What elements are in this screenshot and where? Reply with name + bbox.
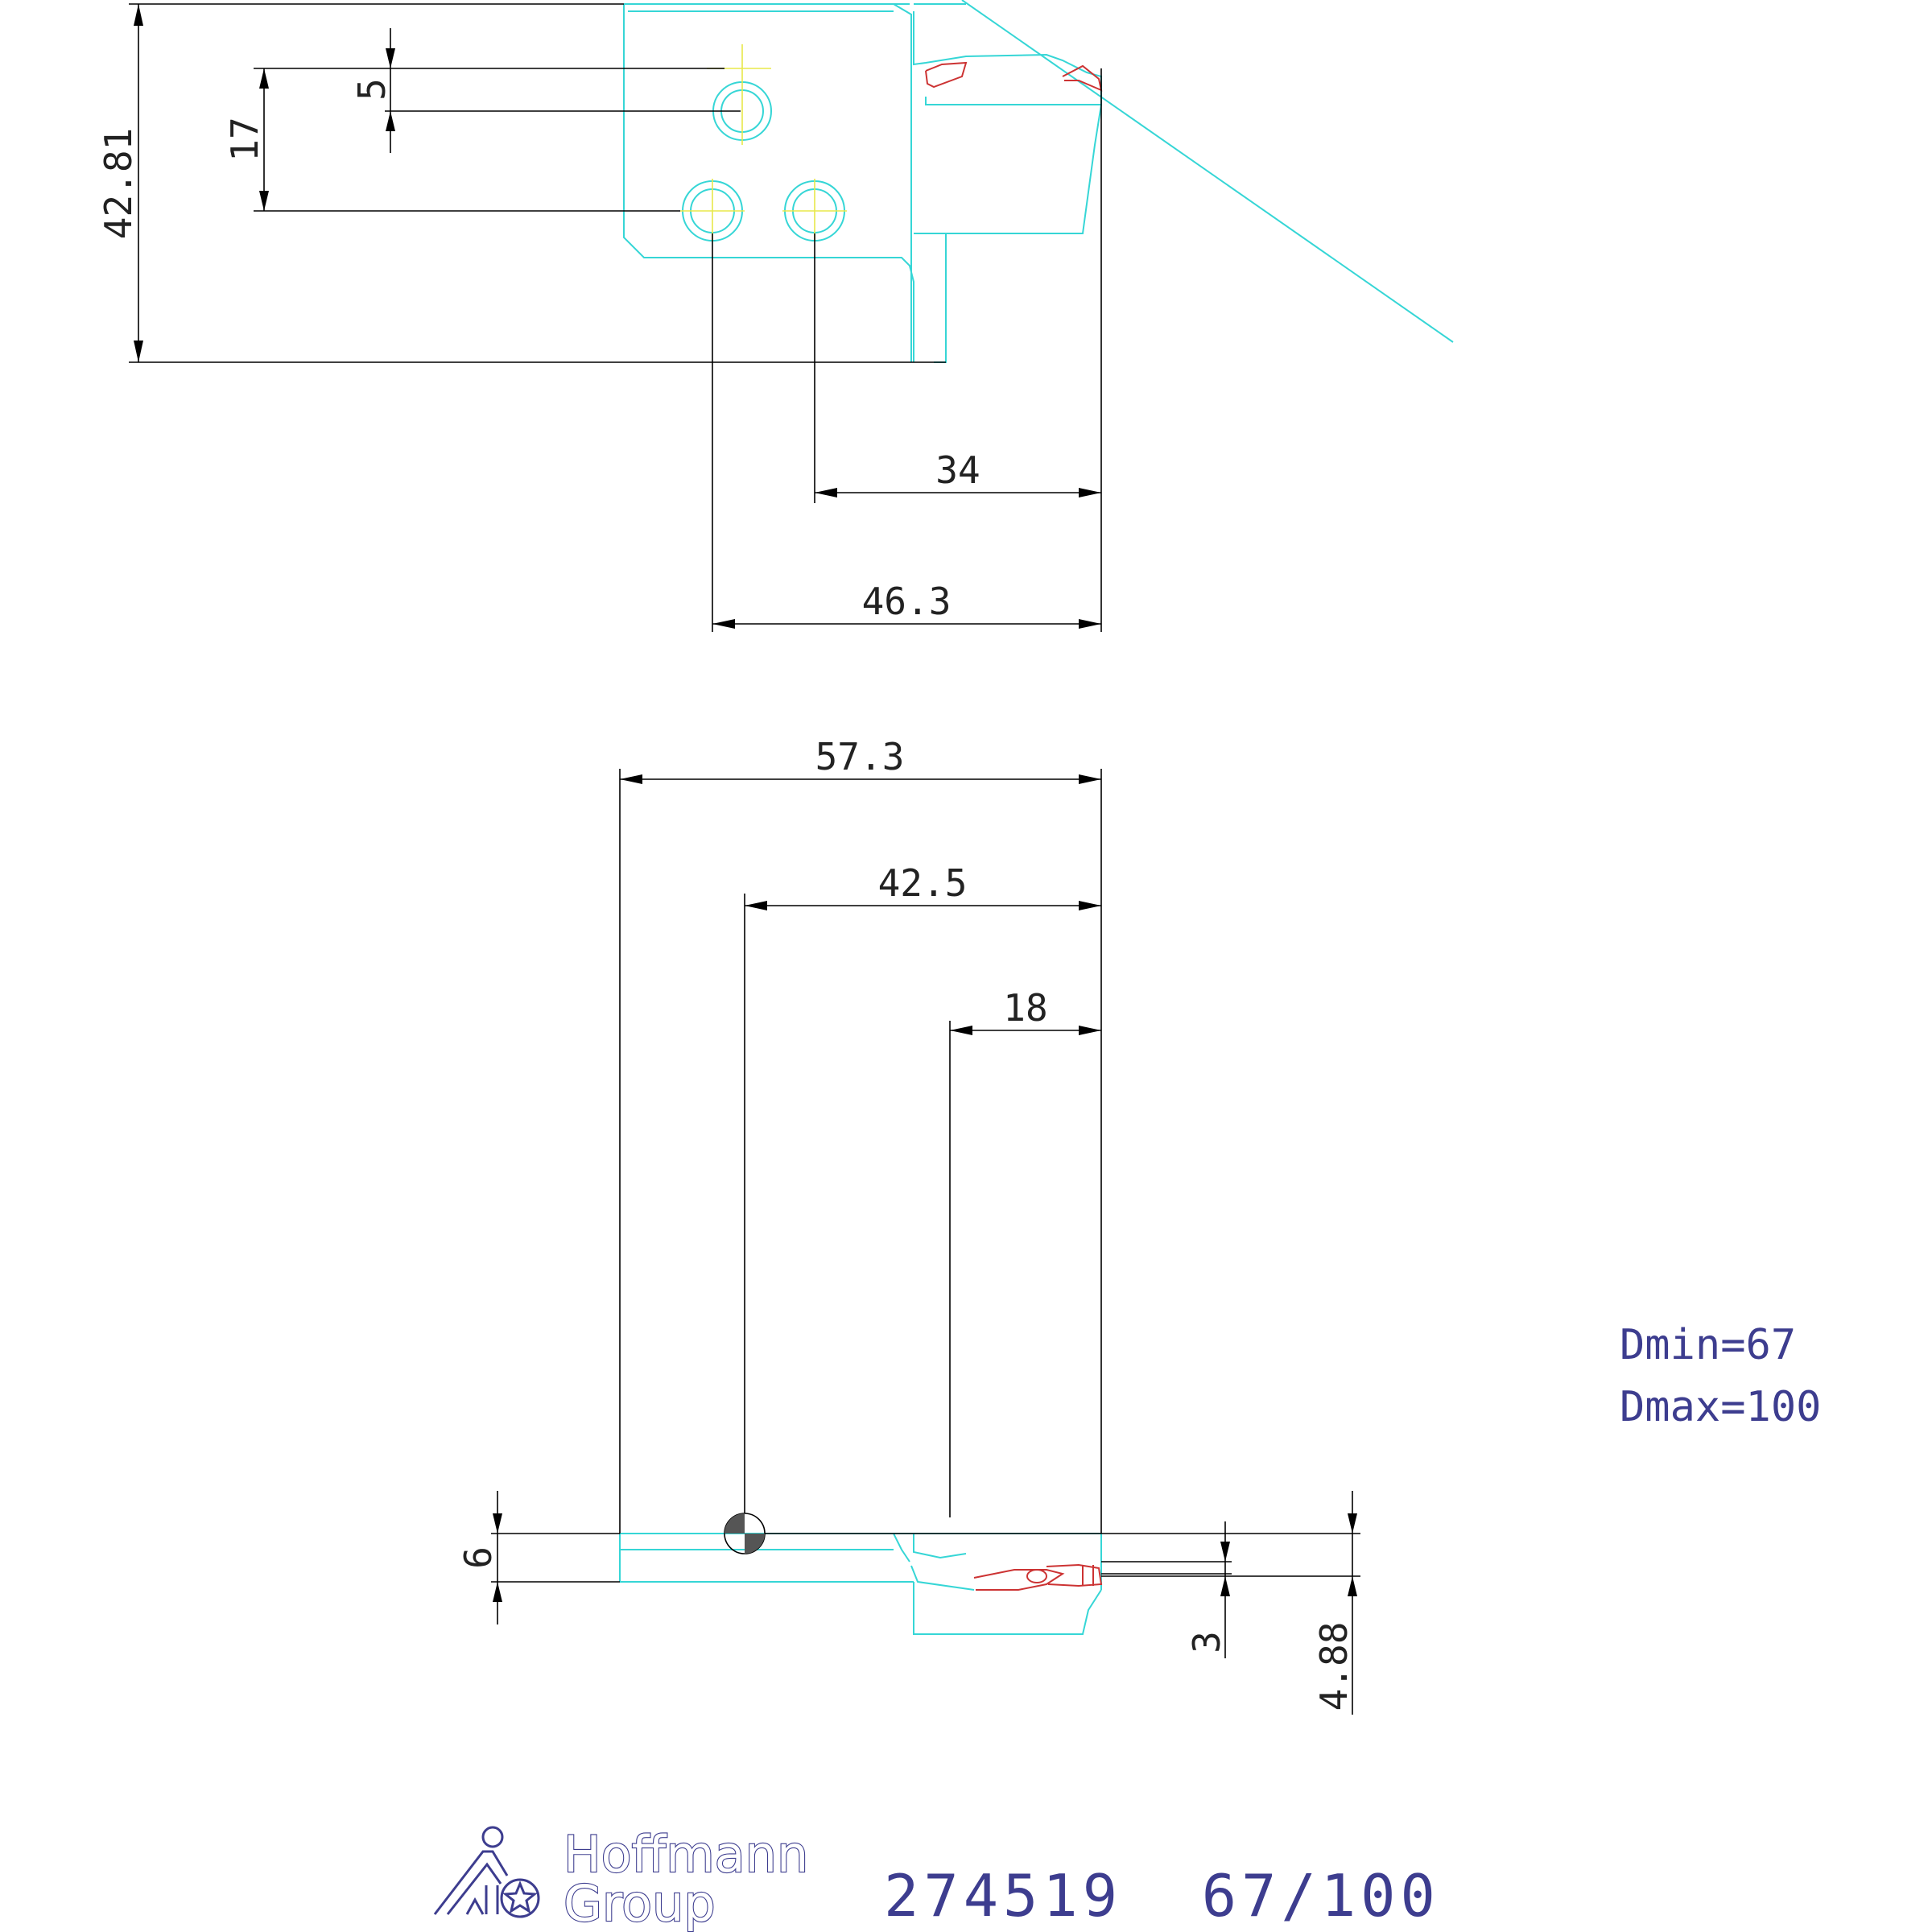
dimension-57-3: 57.3 <box>620 735 1101 784</box>
side-view-insert <box>973 1563 1103 1591</box>
dimension-label-4-88: 4.88 <box>1312 1622 1356 1711</box>
brand-name-line2: Group <box>564 1874 716 1932</box>
dimension-42-5: 42.5 <box>745 861 1101 910</box>
dimension-label-17: 17 <box>223 117 266 161</box>
dimension-4-88: 4.88 <box>1312 1491 1357 1715</box>
dimension-label-42-5: 42.5 <box>878 861 968 905</box>
dimension-6: 6 <box>456 1491 502 1624</box>
dimension-label-46-3: 46.3 <box>862 580 952 623</box>
dimension-17: 17 <box>223 68 269 211</box>
dimension-label-42-81: 42.81 <box>97 128 140 239</box>
dimension-5: 5 <box>350 28 395 153</box>
dimension-42-81: 42.81 <box>97 4 143 362</box>
top-view-body-outline <box>623 0 1454 363</box>
screw-hole-top <box>707 44 772 145</box>
dimension-34: 34 <box>815 448 1101 497</box>
dimension-18: 18 <box>950 986 1101 1035</box>
dimension-label-3: 3 <box>1185 1631 1228 1653</box>
dimension-label-34: 34 <box>935 448 980 492</box>
dimension-label-18: 18 <box>1003 986 1047 1030</box>
dimension-label-57-3: 57.3 <box>815 735 905 778</box>
side-view-extension-lines <box>491 769 1360 1583</box>
screw-hole-left <box>680 179 745 242</box>
screw-hole-right <box>782 179 847 242</box>
top-view-insert <box>925 61 1103 92</box>
dmin-note: Dmin=67 <box>1620 1321 1796 1369</box>
top-view-extension-lines <box>129 3 1102 632</box>
diameter-notes: Dmin=67 Dmax=100 <box>1620 1321 1821 1431</box>
dmax-note: Dmax=100 <box>1620 1383 1821 1431</box>
dimension-46-3: 46.3 <box>712 580 1101 629</box>
side-view: 57.3 42.5 18 6 3 <box>456 735 1360 1715</box>
dimension-label-5: 5 <box>350 78 394 101</box>
reference-point-marker <box>724 1513 766 1554</box>
dimension-3: 3 <box>1185 1521 1230 1658</box>
brand-name-line1: Hoffmann <box>564 1825 808 1884</box>
dimension-label-6: 6 <box>456 1546 500 1569</box>
hoffmann-logo-icon <box>433 1826 540 1918</box>
construction-line <box>961 0 1454 343</box>
part-code: 274519 67/100 <box>884 1862 1440 1930</box>
title-block: Hoffmann Group 274519 67/100 <box>433 1824 1440 1932</box>
top-view: 42.81 17 5 34 46.3 <box>97 0 1454 632</box>
side-view-body-outline <box>619 1533 1102 1635</box>
